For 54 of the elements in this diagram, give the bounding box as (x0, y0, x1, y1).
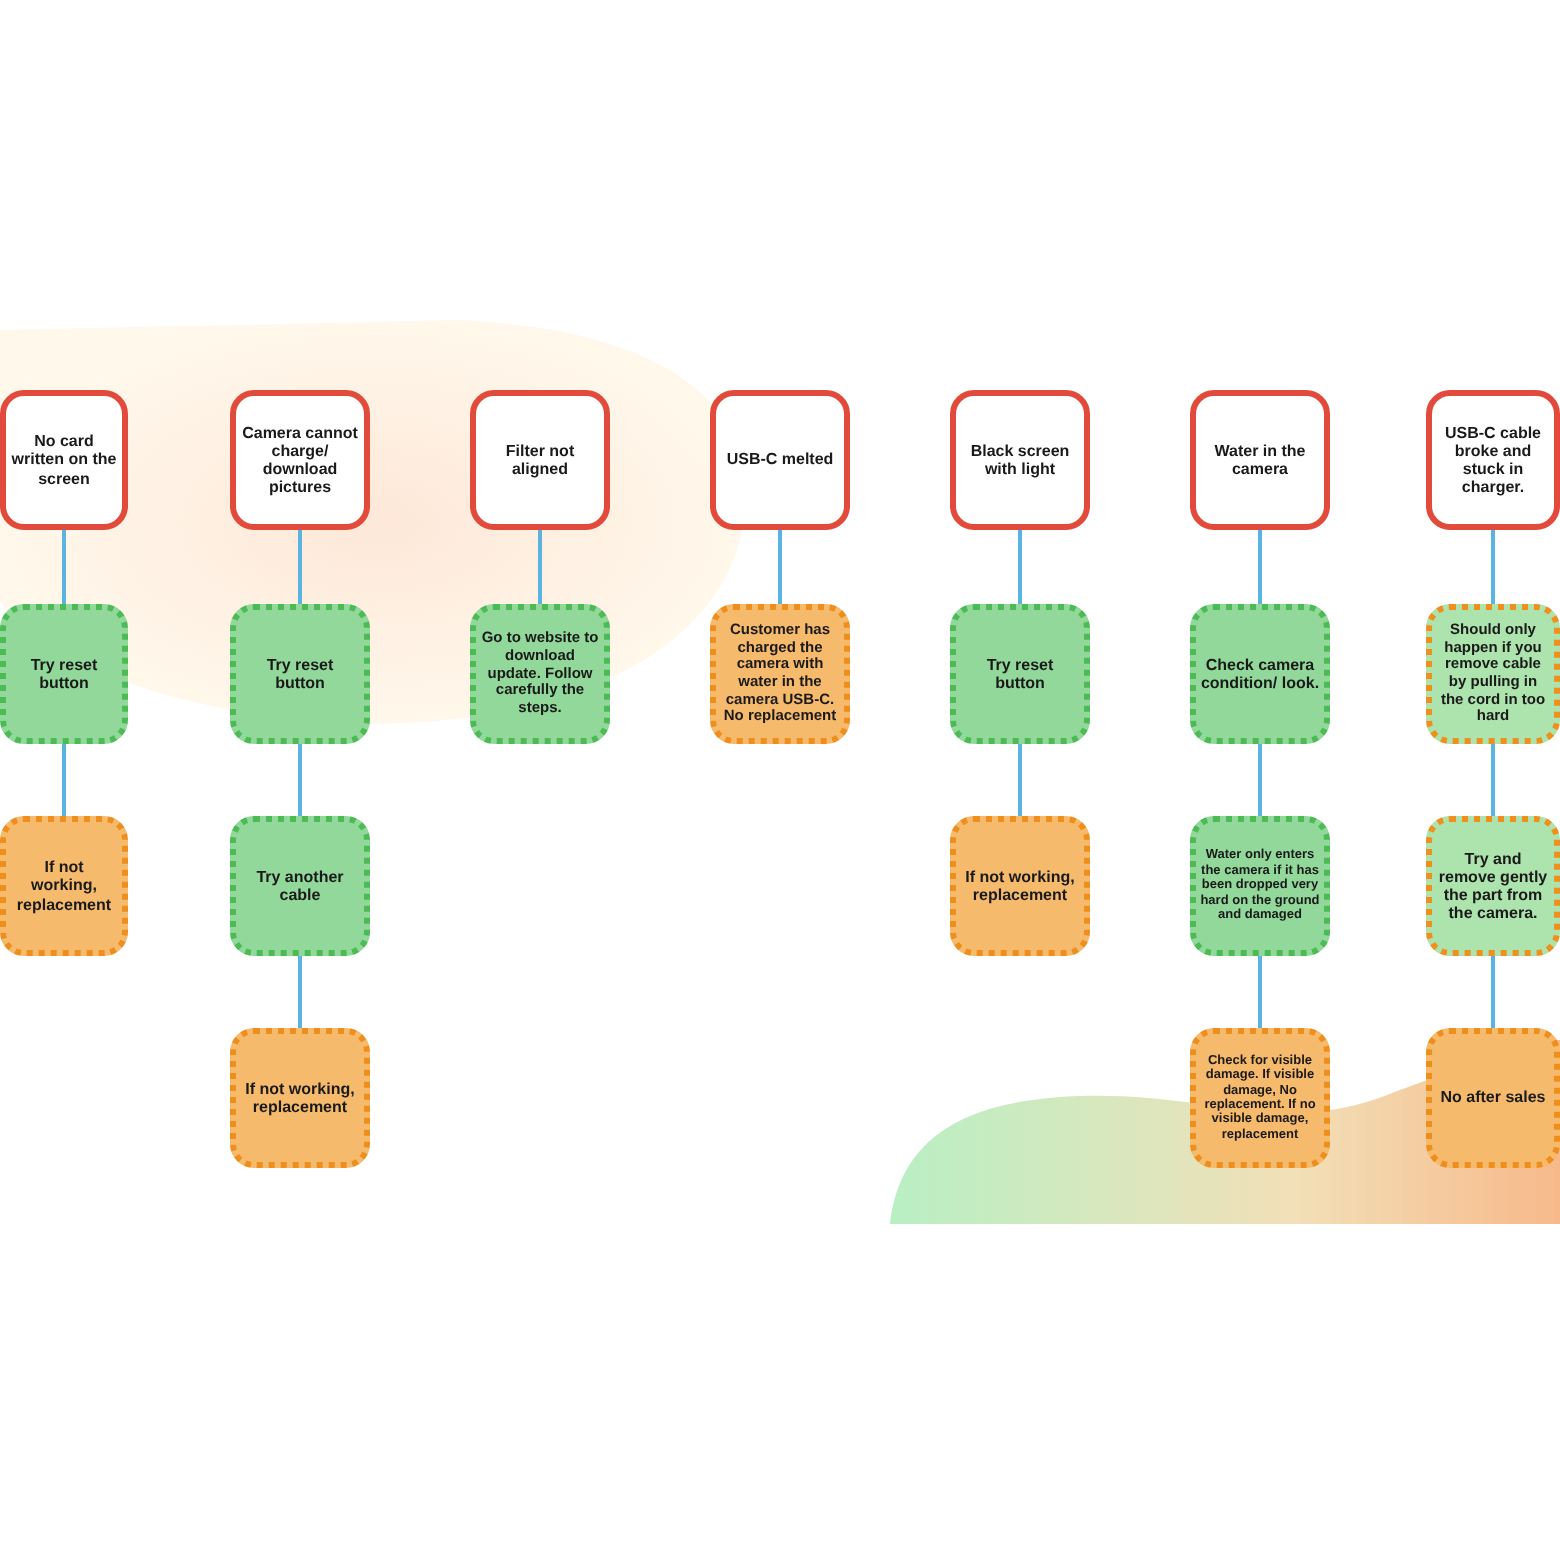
solution-box (230, 816, 370, 956)
node-text: USB-C cable broke and stuck in charger. (1442, 423, 1543, 497)
node-text: If not working, replacement (243, 1079, 357, 1117)
problem-box (1426, 390, 1560, 530)
connector-line (1258, 956, 1262, 1028)
connector-line (1491, 956, 1495, 1028)
solution-box (0, 604, 128, 744)
solution-box (1190, 816, 1330, 956)
connector-line (1258, 744, 1262, 816)
node-text: Try reset button (264, 655, 336, 693)
solution-box (1426, 604, 1560, 744)
node-text: If not working, replacement (963, 867, 1077, 905)
problem-box (470, 390, 610, 530)
connector-line (538, 530, 542, 604)
outcome-box (710, 604, 850, 744)
solution-box (470, 604, 610, 744)
connector-line (1018, 530, 1022, 604)
node-text: Try reset button (984, 655, 1056, 693)
node-text: Camera cannot charge/ download pictures (240, 423, 360, 497)
solution-box (1190, 604, 1330, 744)
connector-line (62, 530, 66, 604)
node-text: Black screen with light (968, 441, 1072, 479)
outcome-box (230, 1028, 370, 1168)
solution-box (1426, 816, 1560, 956)
node-text: Check camera condition/ look. (1200, 655, 1320, 693)
solution-box (950, 604, 1090, 744)
node-text: USB-C melted (726, 450, 834, 470)
problem-box (950, 390, 1090, 530)
outcome-box (0, 816, 128, 956)
node-text: Try and remove gently the part from the camera. (1436, 849, 1550, 923)
connector-line (298, 956, 302, 1028)
connector-line (1491, 744, 1495, 816)
connector-line (298, 744, 302, 816)
connector-line (62, 744, 66, 816)
connector-line (1018, 744, 1022, 816)
connector-line (1491, 530, 1495, 604)
connector-line (1258, 530, 1262, 604)
connector-line (778, 530, 782, 604)
node-text: Filter not aligned (503, 441, 577, 479)
outcome-box (1426, 1028, 1560, 1168)
outcome-box (950, 816, 1090, 956)
outcome-box (1190, 1028, 1330, 1168)
node-text: Try another cable (254, 867, 346, 905)
solution-box (230, 604, 370, 744)
node-text: No after sales (1440, 1088, 1546, 1108)
node-text: Water in the camera (1212, 441, 1308, 479)
connector-line (298, 530, 302, 604)
problem-box (0, 390, 128, 530)
node-text: If not working, replacement (14, 858, 114, 914)
problem-box (1190, 390, 1330, 530)
problem-box (710, 390, 850, 530)
node-text: Try reset button (28, 655, 100, 693)
problem-box (230, 390, 370, 530)
node-text: No card written on the screen (10, 432, 118, 488)
